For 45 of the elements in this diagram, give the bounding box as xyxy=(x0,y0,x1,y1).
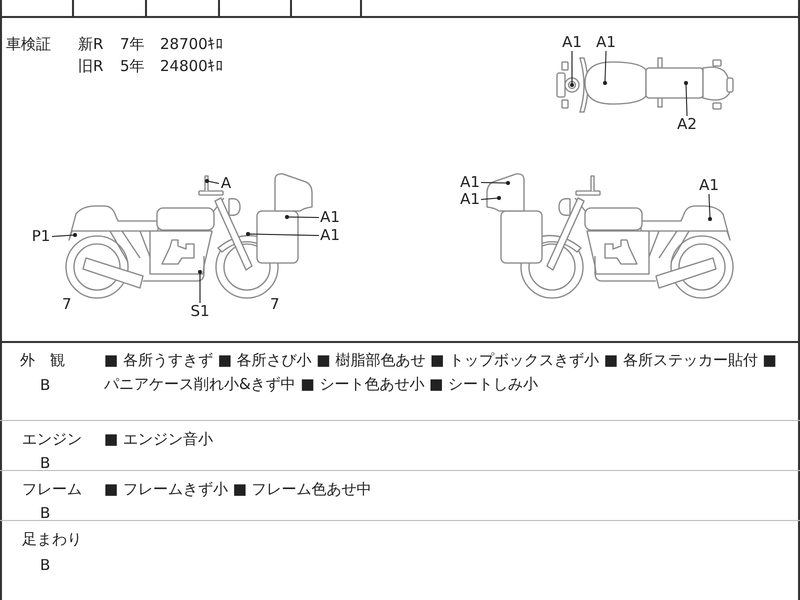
mileage-text: 24800ｷﾛ xyxy=(160,56,224,77)
row-header: 外 観 xyxy=(20,350,65,371)
leader-line xyxy=(52,233,77,237)
callout-number: 7 xyxy=(62,294,72,315)
leader-line xyxy=(708,194,712,221)
grade-text: B xyxy=(40,503,50,524)
motorcycle-top-view-drawing xyxy=(556,57,734,113)
callout-label: A1 xyxy=(459,191,481,208)
certificate-field: 5年 xyxy=(120,54,145,78)
callout-label: A2 xyxy=(676,116,698,133)
condition-notes: ■ フレームきず小 ■ フレーム色あせ中 xyxy=(104,479,372,500)
leader-line xyxy=(205,179,220,184)
grade-text: B xyxy=(40,453,50,474)
certificate-field: 7年 xyxy=(120,32,145,56)
motorcycle-side-view-drawing xyxy=(65,173,313,299)
leader-line xyxy=(480,196,501,200)
callout-label: A1 xyxy=(459,174,481,191)
callout-number: 7 xyxy=(270,294,280,315)
certificate-field: 旧R xyxy=(78,54,104,78)
leader-line xyxy=(684,81,688,116)
certificate-field: 新R xyxy=(78,32,104,56)
mileage-text: 28700ｷﾛ xyxy=(160,34,224,55)
row-header: エンジン xyxy=(22,429,82,450)
callout-label: P1 xyxy=(30,228,52,245)
leader-line xyxy=(480,181,510,185)
callout-label: A1 xyxy=(319,209,341,226)
condition-notes: ■ エンジン音小 xyxy=(104,429,213,450)
row-header: フレーム xyxy=(22,479,82,500)
certificate-label: 車検証 xyxy=(6,34,51,55)
condition-notes: ■ 各所うすきず ■ 各所さび小 ■ 樹脂部色あせ ■ トップボックスきず小 ■ 各所ステッカー貼付 ■ パニアケース削れ小&きず中 ■ シート色あせ小 ■ シートしみ小 xyxy=(104,350,778,395)
grade-text: B xyxy=(40,555,50,576)
callout-label: A1 xyxy=(595,34,617,51)
callout-label: A1 xyxy=(561,34,583,51)
motorcycle-side-view-drawing xyxy=(486,173,734,299)
grade-text: B xyxy=(40,375,50,396)
callout-label: A1 xyxy=(698,177,720,194)
leader-line xyxy=(603,50,607,85)
leader-line xyxy=(246,232,320,236)
callout-label: A xyxy=(219,175,233,192)
callout-label: S1 xyxy=(189,303,211,320)
leader-line xyxy=(285,215,320,219)
callout-label: A1 xyxy=(319,227,341,244)
leader-line xyxy=(570,50,574,87)
leader-line xyxy=(198,270,202,304)
row-header: 足まわり xyxy=(22,529,82,550)
